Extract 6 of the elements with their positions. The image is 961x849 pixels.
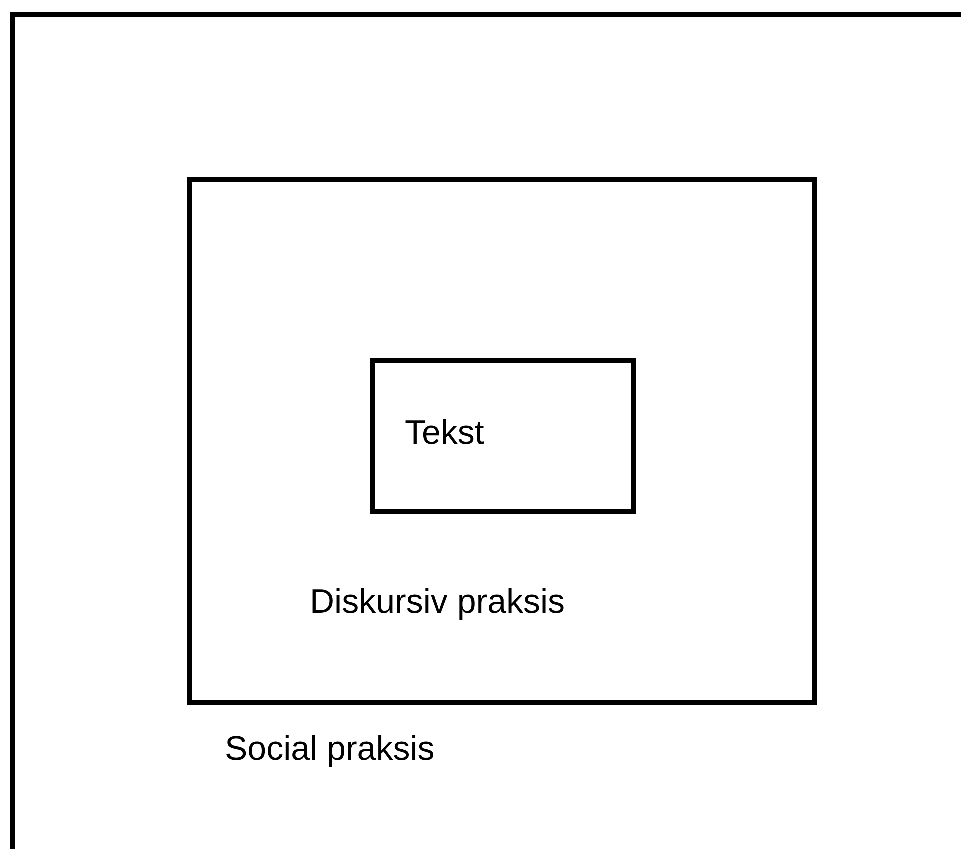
inner-box <box>370 358 636 514</box>
box-label: Tekst <box>405 413 484 454</box>
box-label: Diskursiv praksis <box>310 582 566 623</box>
outer-frame <box>10 12 961 849</box>
frame-label: Social praksis <box>225 729 435 770</box>
middle-box <box>187 177 817 705</box>
